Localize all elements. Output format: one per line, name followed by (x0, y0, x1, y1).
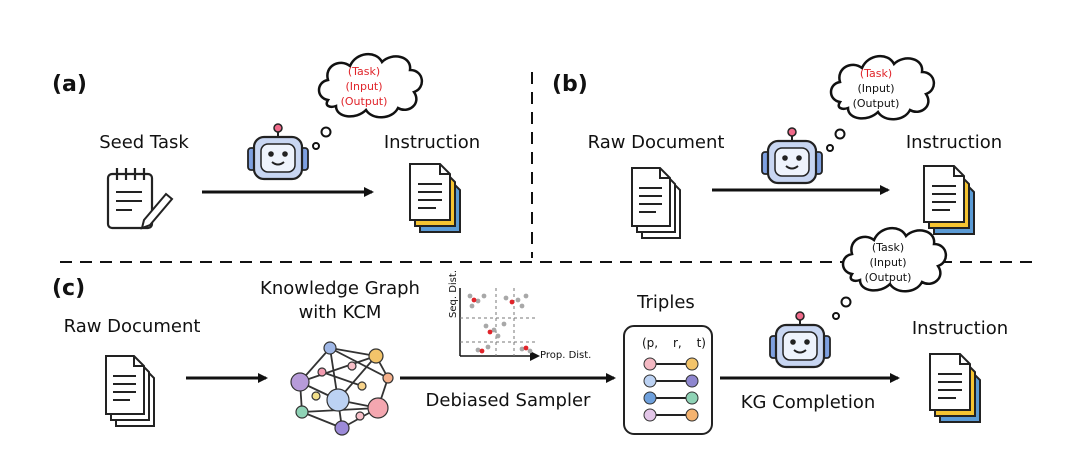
document-stack-icon (923, 165, 975, 235)
scatter-inset (459, 288, 540, 361)
panel-label-b: (b) (552, 72, 588, 97)
kg-completion-label: KG Completion (740, 392, 876, 413)
instruction-label-a: Instruction (383, 132, 481, 153)
instruction-label-b: Instruction (905, 132, 1003, 153)
cloud-input-b: (Input) (857, 82, 895, 95)
notepad-icon (106, 168, 174, 230)
cloud-task-b: (Task) (859, 67, 893, 80)
raw-document-label-c: Raw Document (63, 316, 201, 337)
raw-document-icon (631, 167, 681, 239)
triples-box (623, 325, 713, 435)
cloud-output-b: (Output) (852, 97, 900, 110)
robot-icon (768, 310, 832, 369)
cloud-text-a: (Task) (Input) (Output) (341, 64, 388, 109)
raw-document-label-b: Raw Document (587, 132, 725, 153)
document-stack-icon (929, 353, 981, 423)
kg-title-line2: with KCM (298, 302, 382, 323)
triples-header: (p, r, t) (642, 336, 706, 350)
panel-label-c: (c) (52, 276, 86, 301)
triples-header-t: t) (696, 336, 706, 350)
debiased-sampler-label: Debiased Sampler (425, 390, 591, 411)
cloud-input-a: (Input) (345, 80, 383, 93)
robot-icon (246, 122, 310, 181)
triples-title: Triples (637, 292, 695, 313)
cloud-task-c: (Task) (871, 241, 905, 254)
cloud-task-a: (Task) (347, 65, 381, 78)
cloud-text-c: (Task) (Input) (Output) (865, 240, 912, 285)
triples-header-r: r, (672, 336, 682, 350)
scatter-xlabel: Prop. Dist. (540, 350, 592, 361)
raw-document-icon (105, 355, 155, 427)
knowledge-graph-icon (290, 341, 394, 436)
cloud-output-c: (Output) (864, 271, 912, 284)
kg-title-line1: Knowledge Graph (260, 278, 420, 299)
document-stack-icon (409, 163, 461, 233)
robot-icon (760, 126, 824, 185)
cloud-output-a: (Output) (340, 95, 388, 108)
cloud-input-c: (Input) (869, 256, 907, 269)
instruction-label-c: Instruction (911, 318, 1009, 339)
scatter-ylabel: Seq. Dist. (448, 270, 459, 318)
cloud-text-b: (Task) (Input) (Output) (853, 66, 900, 111)
seed-task-label: Seed Task (99, 132, 189, 153)
triples-header-p: (p, (642, 336, 659, 350)
panel-label-a: (a) (52, 72, 87, 97)
